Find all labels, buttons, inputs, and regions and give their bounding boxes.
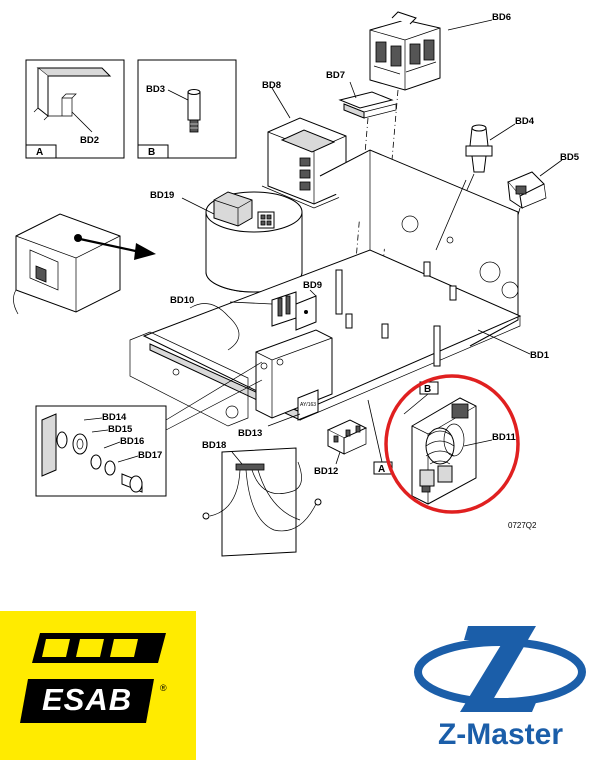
detail-b-label: B: [148, 147, 155, 158]
part-bd7-din-rail: BD7: [326, 70, 397, 119]
label-bd14: BD14: [102, 412, 127, 423]
esab-wordmark: ESAB: [42, 682, 133, 717]
part-bd11-filter-board: BD11 B: [403, 381, 516, 505]
label-bd19: BD19: [150, 190, 174, 201]
inset-fasteners: BD14 BD15 BD16 BD17: [35, 361, 263, 497]
label-bd10: BD10: [170, 295, 194, 306]
label-bd6: BD6: [492, 12, 511, 23]
part-bd1-chassis: BD1: [129, 149, 550, 427]
part-bd12-connector: BD12: [314, 419, 368, 477]
svg-text:AY/163: AY/163: [300, 402, 316, 408]
label-bd1: BD1: [530, 350, 550, 361]
svg-text:B: B: [424, 384, 431, 395]
exploded-view-drawing: A BD2 B BD3 BD6: [13, 11, 580, 557]
detail-box-b: B BD3: [137, 59, 237, 159]
part-bd10-terminal-block: BD10: [170, 291, 297, 327]
inset-cabinet-detail: [13, 213, 156, 315]
zmaster-z-icon: [460, 626, 538, 712]
label-bd16: BD16: [120, 436, 144, 447]
label-bd2: BD2: [80, 135, 99, 146]
part-bd5-grommet: BD5: [507, 152, 580, 210]
part-bd6-contactor: BD6: [369, 11, 511, 91]
part-bd9-terminal: BD9: [295, 280, 322, 331]
label-bd4: BD4: [515, 116, 535, 127]
figure-code: 0727Q2: [508, 521, 537, 530]
esab-registered-mark: ®: [160, 683, 167, 693]
label-bd11: BD11: [492, 432, 516, 443]
label-bd12: BD12: [314, 466, 338, 477]
zmaster-wordmark: Z-Master: [437, 718, 564, 751]
label-bd3: BD3: [146, 84, 165, 95]
part-bd13-panel: AY/163 BD13: [238, 329, 333, 439]
label-bd7: BD7: [326, 70, 345, 81]
part-bd4-plug: BD4: [465, 116, 535, 173]
detail-box-a: A BD2: [25, 59, 125, 159]
label-bd18: BD18: [202, 440, 226, 451]
label-bd5: BD5: [560, 152, 580, 163]
label-bd9: BD9: [303, 280, 322, 291]
bd11-highlight-circle: [384, 374, 520, 514]
label-bd17: BD17: [138, 450, 162, 461]
detail-a-label: A: [36, 147, 43, 158]
label-bd15: BD15: [108, 424, 133, 435]
label-bd8: BD8: [262, 80, 281, 91]
label-bd13: BD13: [238, 428, 262, 439]
part-bd18-harness: BD18: [202, 440, 322, 557]
svg-text:A: A: [378, 464, 385, 475]
part-bd19-toroid: BD19: [150, 190, 303, 293]
esab-logo: ESAB ®: [0, 611, 196, 760]
